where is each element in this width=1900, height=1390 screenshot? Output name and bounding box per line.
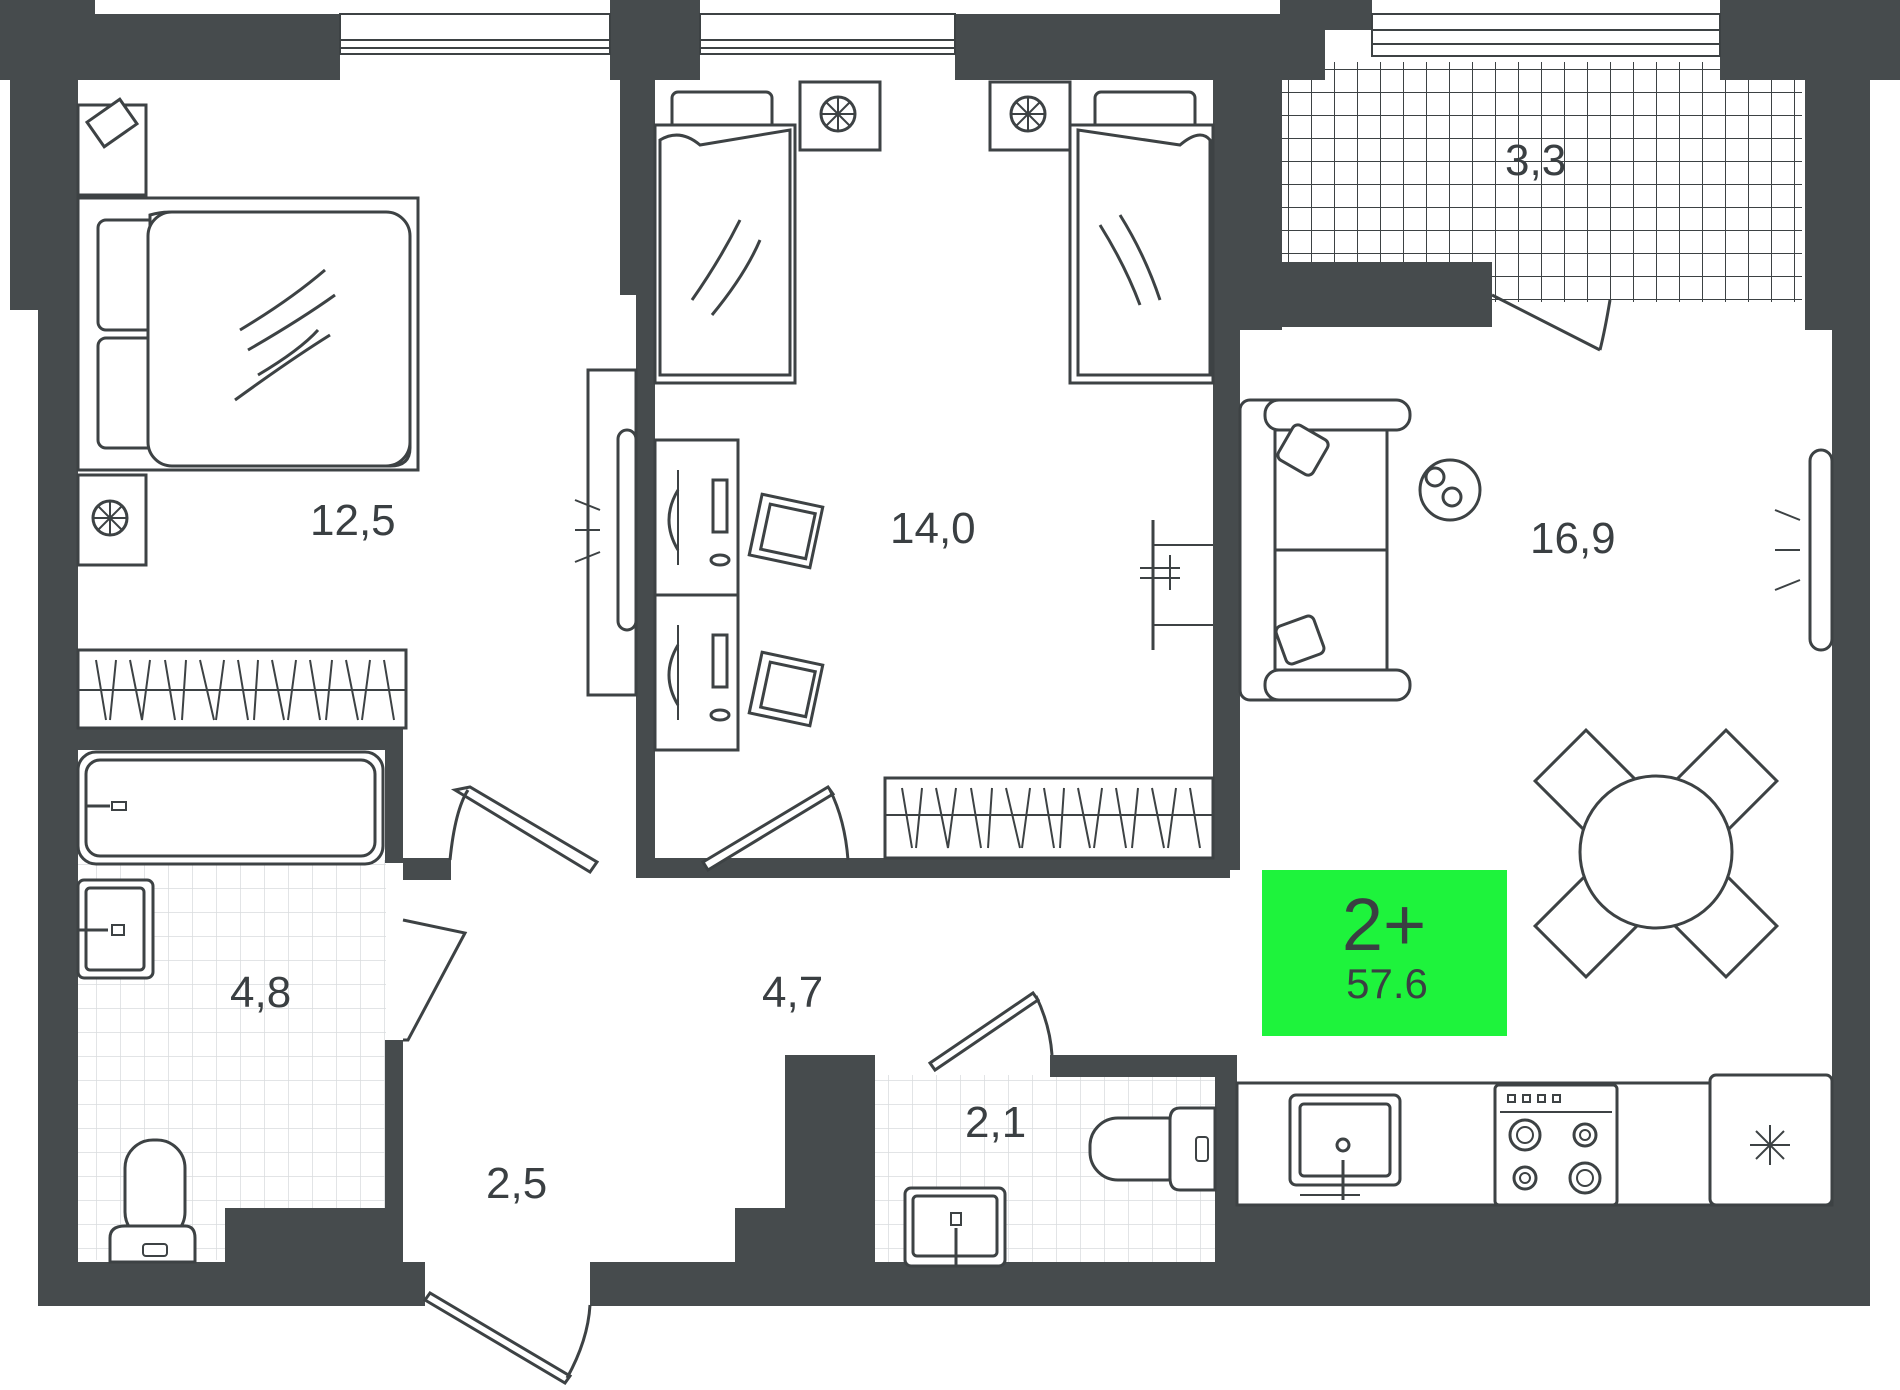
apartment-badge: 2+ 57.6 — [1262, 870, 1507, 1036]
dining-table — [1578, 774, 1734, 930]
badge-room-count: 2+ — [1342, 883, 1426, 966]
bathroom-furniture — [76, 750, 468, 1264]
room-area-living-kitchen: 16,9 — [1530, 514, 1616, 563]
room-area-bedroom: 12,5 — [310, 496, 396, 545]
wc-furniture — [903, 1106, 1217, 1268]
bathtub — [76, 750, 385, 866]
room-area-kids-room: 14,0 — [890, 504, 976, 553]
wc-sink — [903, 1186, 1007, 1268]
walls — [0, 0, 1900, 1306]
room-area-balcony: 3,3 — [1505, 136, 1566, 185]
doors — [422, 785, 1054, 1385]
bedroom-furniture — [76, 97, 638, 730]
room-area-corridor: 4,7 — [762, 968, 823, 1017]
windows — [339, 13, 1721, 57]
badge-background — [1262, 870, 1507, 1036]
coffee-table — [1418, 458, 1482, 522]
room-area-hall: 2,5 — [486, 1159, 547, 1208]
kids-room-furniture — [653, 80, 1215, 860]
room-area-bathroom: 4,8 — [230, 968, 291, 1017]
living-furniture — [1235, 293, 1834, 1207]
stove — [1493, 1083, 1619, 1207]
room-labels: 12,5 14,0 3,3 16,9 4,8 4,7 2,5 2,1 — [230, 136, 1616, 1208]
room-area-wc: 2,1 — [965, 1098, 1026, 1147]
badge-total-area: 57.6 — [1346, 960, 1428, 1007]
